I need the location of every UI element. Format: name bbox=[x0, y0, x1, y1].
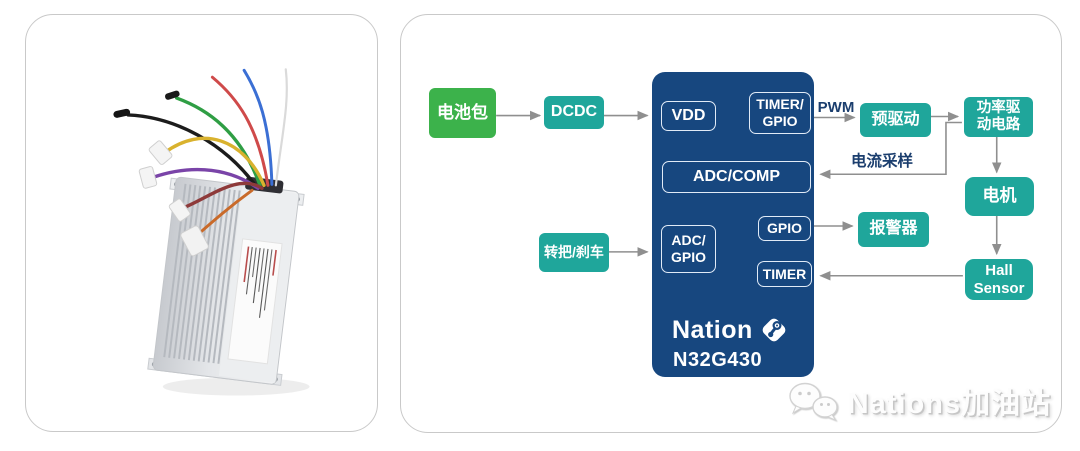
battery-pack-node: 电池包 bbox=[429, 88, 496, 138]
watermark: Nations加油站 bbox=[788, 380, 1051, 422]
timer-peripheral: TIMER bbox=[757, 261, 812, 287]
wire-maroon bbox=[180, 181, 264, 210]
wire-white bbox=[274, 68, 288, 187]
wire-tip-black bbox=[113, 108, 131, 118]
predriver-label: 预驱动 bbox=[871, 110, 920, 128]
power-drive-line2: 动电路 bbox=[976, 117, 1021, 133]
wire-black bbox=[126, 113, 258, 188]
controller-body bbox=[147, 176, 305, 386]
label-fine-print bbox=[243, 246, 277, 318]
wire-yellow bbox=[163, 136, 266, 188]
connector-white bbox=[168, 198, 191, 222]
timer-gpio-peripheral: TIMER/ GPIO bbox=[749, 92, 811, 134]
block-diagram-card: 电池包 DCDC 转把/刹车 PWM 电流采样 预驱动 功率驱 动电路 电机 报… bbox=[400, 14, 1062, 433]
wire-blue bbox=[242, 68, 274, 186]
current-sampling-label: 电流采样 bbox=[850, 153, 913, 170]
wire-purple bbox=[151, 167, 260, 190]
nations-brand: Nation bbox=[672, 315, 789, 345]
motor-controller-photo bbox=[113, 68, 310, 396]
adc-gpio-line2: GPIO bbox=[670, 249, 706, 265]
controller-wires bbox=[126, 68, 288, 236]
diagram-connectors bbox=[496, 110, 1002, 281]
battery-pack-label: 电池包 bbox=[437, 102, 488, 122]
alarm-label: 报警器 bbox=[869, 220, 918, 238]
product-photo-card bbox=[25, 14, 378, 432]
alarm-node: 报警器 bbox=[858, 212, 929, 247]
dcdc-node: DCDC bbox=[544, 96, 604, 129]
connector-white bbox=[138, 166, 158, 189]
hall-sensor-line2: Sensor bbox=[973, 279, 1025, 297]
hall-sensor-line1: Hall bbox=[985, 261, 1013, 279]
adc-gpio-line1: ADC/ bbox=[671, 232, 706, 249]
power-drive-node: 功率驱 动电路 bbox=[964, 97, 1033, 137]
predriver-node: 预驱动 bbox=[860, 103, 931, 137]
motor-node: 电机 bbox=[965, 177, 1034, 216]
throttle-brake-node: 转把/刹车 bbox=[539, 233, 609, 272]
pwm-signal-label: PWM bbox=[817, 99, 855, 116]
timer-gpio-line2: GPIO bbox=[762, 113, 798, 129]
wechat-icon bbox=[788, 382, 838, 421]
timer-label: TIMER bbox=[762, 265, 807, 282]
line-current-sampling bbox=[819, 121, 962, 180]
hall-sensor-node: Hall Sensor bbox=[965, 259, 1033, 300]
gpio-label: GPIO bbox=[766, 220, 802, 237]
throttle-brake-label: 转把/刹车 bbox=[544, 244, 604, 261]
wire-green bbox=[175, 96, 262, 188]
watermark-text: Nations加油站 bbox=[847, 388, 1051, 420]
adc-comp-peripheral: ADC/COMP bbox=[662, 161, 811, 193]
nations-brand-text: Nation bbox=[672, 315, 753, 344]
connector-white bbox=[148, 140, 173, 165]
timer-gpio-line1: TIMER/ bbox=[756, 96, 804, 113]
dcdc-label: DCDC bbox=[550, 103, 598, 121]
wire-tip-black bbox=[165, 90, 180, 100]
vdd-label: VDD bbox=[671, 107, 706, 125]
nations-logo-icon bbox=[762, 318, 786, 342]
controller-label bbox=[227, 238, 283, 365]
gpio-peripheral: GPIO bbox=[758, 216, 811, 241]
wire-orange bbox=[197, 188, 254, 236]
adc-gpio-peripheral: ADC/ GPIO bbox=[661, 225, 716, 273]
connector-latch bbox=[180, 225, 209, 257]
power-drive-line1: 功率驱 bbox=[976, 99, 1021, 116]
vdd-peripheral: VDD bbox=[661, 101, 716, 131]
wire-red bbox=[210, 75, 270, 187]
adc-comp-label: ADC/COMP bbox=[692, 168, 781, 186]
mcu-block: VDD TIMER/ GPIO ADC/COMP GPIO ADC/ GPIO … bbox=[652, 72, 814, 377]
motor-label: 电机 bbox=[982, 186, 1017, 206]
mcu-part-number: N32G430 bbox=[673, 349, 763, 371]
